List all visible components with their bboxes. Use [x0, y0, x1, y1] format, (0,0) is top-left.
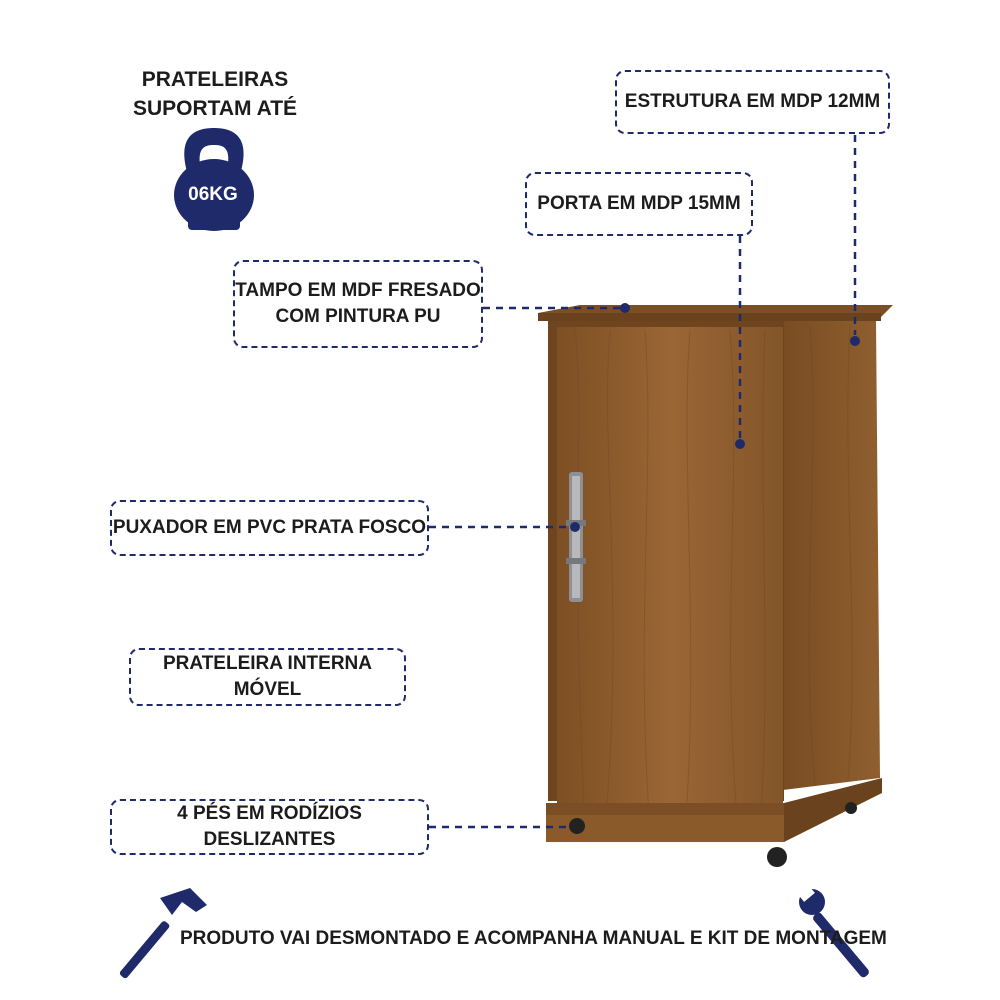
door-handle: [566, 472, 586, 602]
callout-tampo: TAMPO EM MDF FRESADO COM PINTURA PU: [233, 260, 483, 348]
wrench-icon: [795, 882, 869, 978]
callout-puxador: PUXADOR EM PVC PRATA FOSCO: [110, 500, 429, 556]
callout-porta-text: PORTA EM MDP 15MM: [537, 193, 741, 214]
kettlebell-icon: [174, 128, 254, 231]
callout-estrutura: ESTRUTURA EM MDP 12MM: [615, 70, 890, 134]
weight-badge-title: PRATELEIRAS SUPORTAM ATÉ: [130, 65, 300, 123]
cabinet-door: [557, 327, 783, 833]
caster-wheels: [569, 802, 857, 867]
weight-line-2: SUPORTAM ATÉ: [132, 97, 298, 120]
weight-value: 06KG: [188, 184, 238, 205]
callout-prateleira-text: PRATELEIRA INTERNA MÓVEL: [163, 653, 372, 700]
callout-prateleira: PRATELEIRA INTERNA MÓVEL: [129, 648, 406, 706]
callout-tampo-line1: TAMPO EM MDF FRESADO: [235, 280, 481, 301]
callout-tampo-line2: COM PINTURA PU: [275, 306, 441, 327]
hammer-icon: [119, 888, 207, 979]
connector-lines: [429, 135, 857, 829]
footer-note: PRODUTO VAI DESMONTADO E ACOMPANHA MANUA…: [180, 928, 887, 949]
callout-estrutura-text: ESTRUTURA EM MDP 12MM: [624, 91, 881, 112]
cabinet-illustration: [538, 305, 893, 867]
weight-line-1: PRATELEIRAS: [141, 68, 289, 91]
callout-puxador-text: PUXADOR EM PVC PRATA FOSCO: [112, 517, 427, 538]
callout-porta: PORTA EM MDP 15MM: [525, 172, 753, 236]
callout-pes: 4 PÉS EM RODÍZIOS DESLIZANTES: [110, 799, 429, 855]
callout-pes-text: 4 PÉS EM RODÍZIOS DESLIZANTES: [177, 803, 362, 850]
